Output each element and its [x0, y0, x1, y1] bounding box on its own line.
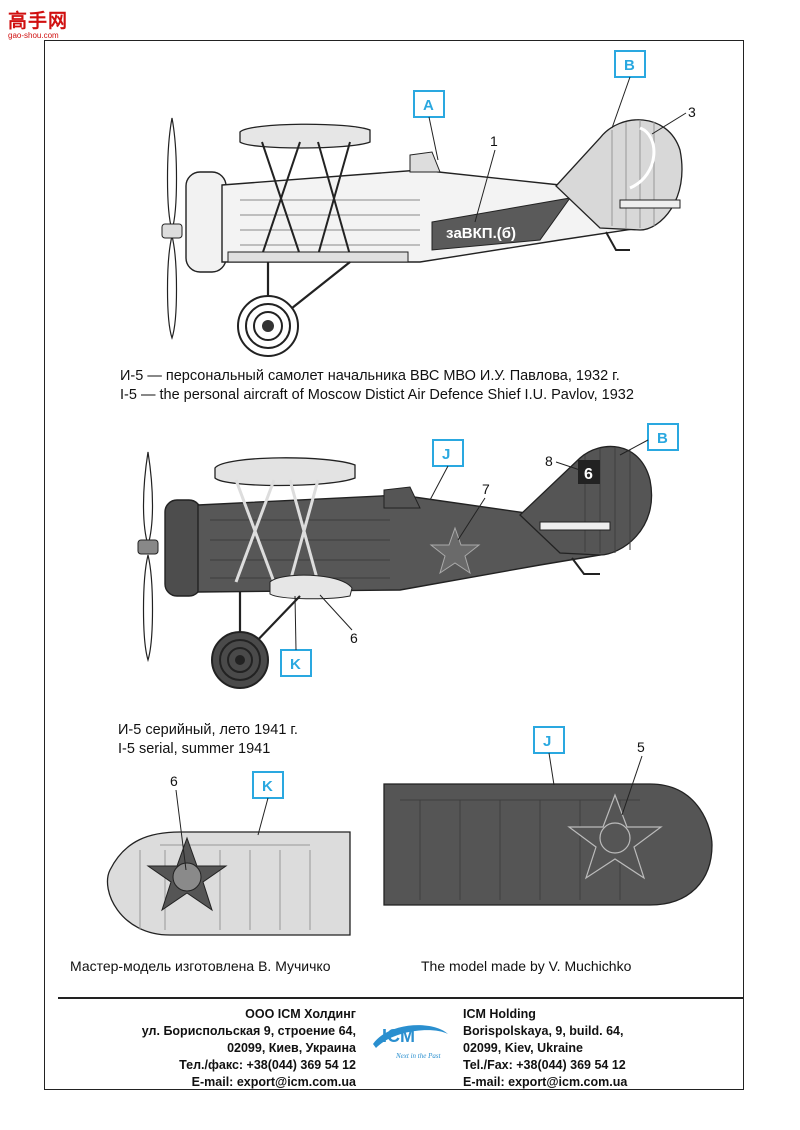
footer-ru-line: Тел./факс: +38(044) 369 54 12: [179, 1058, 356, 1072]
callout-6-lower-wing: 6: [170, 773, 178, 789]
callout-1: 1: [490, 133, 498, 149]
credit-ru: Мастер-модель изготовлена В. Мучичко: [70, 958, 331, 974]
top-caption: И-5 — персональный самолет начальника ВВ…: [120, 367, 634, 405]
footer-ru-line: E-mail: export@icm.com.ua: [191, 1075, 356, 1089]
lower-wing-plan: K 6: [106, 771, 351, 936]
callout-8: 8: [545, 453, 553, 469]
middle-caption: И-5 серийный, лето 1941 г. I-5 serial, s…: [118, 721, 298, 759]
icm-logo-text: ICM: [382, 1026, 415, 1046]
upper-wing-plan: J 5: [383, 726, 713, 906]
middle-aircraft-drawing: 6 J B K 6 7 8: [137, 423, 679, 689]
footer-en-line: E-mail: export@icm.com.ua: [463, 1075, 628, 1089]
footer-en-line: ICM Holding: [463, 1007, 536, 1021]
callout-5: 5: [637, 739, 645, 755]
label-j-mid: J: [442, 446, 450, 463]
label-j-upper-wing: J: [543, 733, 551, 750]
page-border: [44, 40, 744, 1090]
top-aircraft-drawing: зaВКП.(б) A B 1 3: [161, 50, 696, 357]
top-caption-en: I-5 — the personal aircraft of Moscow Di…: [120, 387, 634, 403]
footer-address-ru: ООО ICM Холдинг ул. Бориспольская 9, стр…: [80, 1006, 356, 1091]
footer-en-line: Tel./Fax: +38(044) 369 54 12: [463, 1058, 626, 1072]
callout-3: 3: [688, 104, 696, 120]
watermark-url: gao-shou.com: [8, 31, 59, 40]
callout-6-mid: 6: [350, 630, 358, 646]
credit-en: The model made by V. Muchichko: [421, 958, 632, 974]
footer-ru-line: ООО ICM Холдинг: [245, 1007, 356, 1021]
label-b-top: B: [624, 57, 635, 74]
label-a: A: [423, 97, 434, 114]
callout-7: 7: [482, 481, 490, 497]
icm-logo: ICM Next in the Past: [373, 1025, 448, 1060]
watermark: 高手网 gao-shou.com: [8, 6, 68, 40]
footer-divider: [58, 997, 744, 999]
top-caption-ru: И-5 — персональный самолет начальника ВВ…: [120, 368, 620, 384]
fuselage-banner-text: зaВКП.(б): [446, 225, 516, 242]
icm-logo-tagline: Next in the Past: [395, 1052, 442, 1060]
label-k-mid: K: [290, 656, 301, 673]
footer-en-line: 02099, Kiev, Ukraine: [463, 1041, 583, 1055]
footer-ru-line: 02099, Киев, Украина: [227, 1041, 356, 1055]
footer-address-en: ICM Holding Borispolskaya, 9, build. 64,…: [463, 1006, 723, 1091]
tail-number: 6: [584, 466, 593, 483]
middle-caption-en: I-5 serial, summer 1941: [118, 741, 271, 757]
footer-ru-line: ул. Бориспольская 9, строение 64,: [141, 1024, 356, 1038]
watermark-title: 高手网: [8, 10, 69, 32]
label-b-mid: B: [657, 430, 668, 447]
middle-caption-ru: И-5 серийный, лето 1941 г.: [118, 722, 298, 738]
footer-en-line: Borispolskaya, 9, build. 64,: [463, 1024, 624, 1038]
label-k-lower-wing: K: [262, 778, 273, 795]
